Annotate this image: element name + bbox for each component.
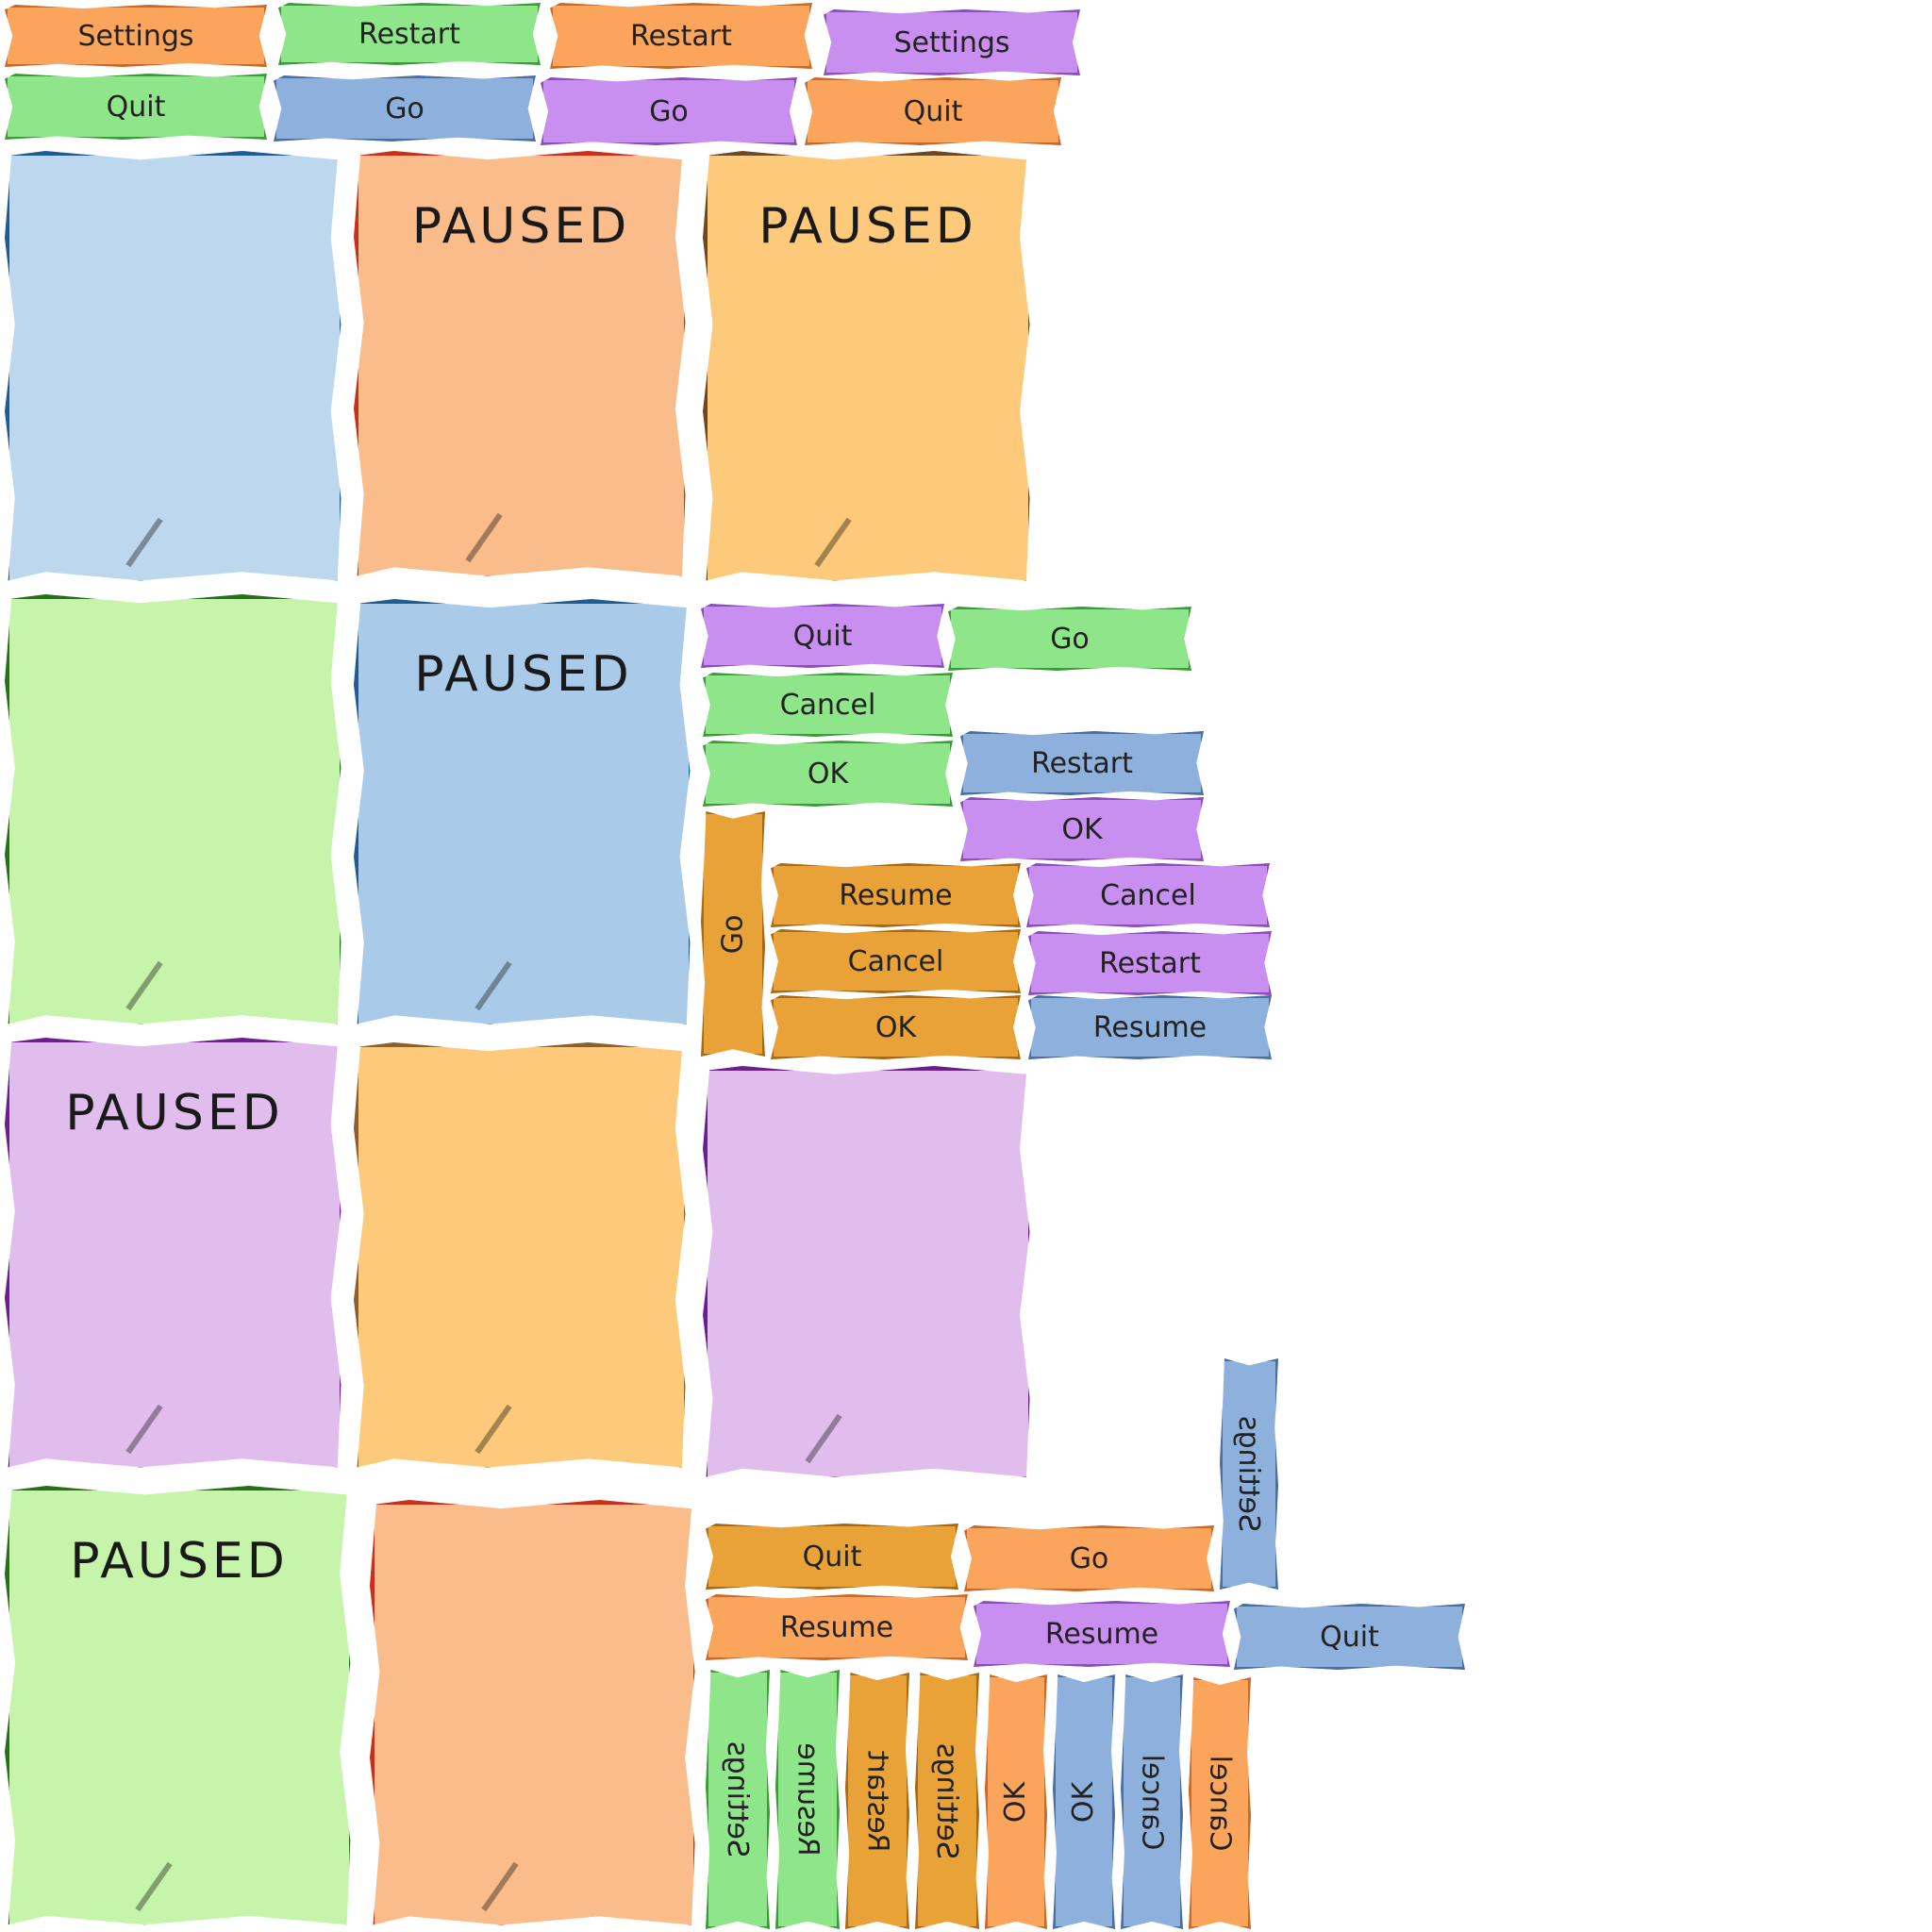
button-label: Cancel: [1203, 1755, 1237, 1852]
panel-crack: [135, 1861, 173, 1912]
blank-panel: [354, 1042, 686, 1468]
button-label: OK: [874, 1010, 917, 1044]
panel-crack: [475, 1404, 512, 1455]
button-label: Cancel: [779, 688, 876, 722]
resume-button[interactable]: Resume: [771, 863, 1021, 927]
resume-button[interactable]: Resume: [706, 1594, 968, 1660]
paused-panel: PAUSED: [703, 151, 1030, 581]
button-label: Quit: [792, 619, 853, 653]
go-button[interactable]: Go: [541, 77, 797, 145]
paused-panel: PAUSED: [5, 1486, 351, 1925]
go-button[interactable]: Go: [964, 1525, 1214, 1591]
blank-panel: [370, 1500, 695, 1925]
button-label: Go: [649, 94, 689, 128]
quit-button[interactable]: Quit: [1234, 1604, 1465, 1670]
button-label: Go: [1069, 1541, 1109, 1575]
button-label: Go: [716, 914, 750, 954]
button-label: OK: [1061, 812, 1103, 846]
button-label: OK: [1067, 1781, 1101, 1823]
panel-crack: [125, 1404, 163, 1455]
panel-crack: [805, 1413, 842, 1464]
button-label: Restart: [1099, 946, 1201, 980]
button-label: Quit: [106, 90, 166, 124]
button-label: Restart: [1031, 746, 1133, 780]
blank-panel: [5, 594, 341, 1024]
button-label: Resume: [839, 878, 953, 912]
button-label: Resume: [1092, 1010, 1208, 1044]
cancel-vertical-button[interactable]: Cancel: [1121, 1674, 1183, 1929]
ok-vertical-button[interactable]: OK: [1053, 1674, 1115, 1929]
blank-panel: [703, 1066, 1030, 1477]
blank-panel: [5, 151, 341, 581]
settings-button[interactable]: Settings: [5, 5, 267, 67]
restart-button[interactable]: Restart: [960, 731, 1204, 795]
button-label: OK: [999, 1781, 1033, 1823]
restart-button[interactable]: Restart: [550, 3, 812, 69]
paused-panel: PAUSED: [354, 599, 691, 1024]
panel-title: PAUSED: [411, 198, 631, 255]
go-vertical-button[interactable]: Go: [701, 811, 765, 1057]
go-button[interactable]: Go: [274, 75, 536, 142]
panel-title: PAUSED: [70, 1533, 289, 1590]
button-label: Restart: [358, 17, 460, 51]
resume-button[interactable]: Resume: [974, 1601, 1230, 1667]
button-label: Go: [1050, 622, 1090, 656]
panel-title: PAUSED: [414, 646, 633, 703]
button-label: Quit: [802, 1540, 862, 1574]
cancel-button[interactable]: Cancel: [1026, 863, 1270, 927]
settings-button[interactable]: Settings: [824, 9, 1080, 75]
settings-vertical-button[interactable]: Settings: [915, 1673, 979, 1929]
paused-panel: PAUSED: [354, 151, 686, 576]
button-label: Go: [385, 92, 425, 125]
button-label: Settings: [721, 1740, 755, 1858]
ok-button[interactable]: OK: [771, 995, 1021, 1059]
quit-button[interactable]: Quit: [701, 604, 944, 668]
panel-crack: [475, 960, 512, 1011]
quit-button[interactable]: Quit: [5, 74, 267, 140]
ok-vertical-button[interactable]: OK: [985, 1674, 1047, 1929]
button-label: Resume: [791, 1742, 824, 1857]
button-label: Settings: [77, 19, 194, 53]
settings-vertical-button[interactable]: Settings: [706, 1670, 770, 1929]
cancel-button[interactable]: Cancel: [771, 929, 1021, 993]
panel-title: PAUSED: [65, 1085, 284, 1141]
settings-vertical-button[interactable]: Settings: [1220, 1358, 1278, 1590]
resume-button[interactable]: Resume: [1028, 995, 1272, 1059]
restart-button[interactable]: Restart: [1028, 931, 1272, 995]
cancel-vertical-button[interactable]: Cancel: [1189, 1677, 1251, 1929]
resume-vertical-button[interactable]: Resume: [775, 1670, 840, 1929]
panel-crack: [125, 517, 163, 568]
button-label: Cancel: [1135, 1754, 1169, 1850]
panel-crack: [465, 512, 503, 563]
panel-crack: [481, 1861, 519, 1912]
button-label: Restart: [630, 19, 732, 53]
ok-button[interactable]: OK: [960, 797, 1204, 861]
button-label: Settings: [893, 25, 1010, 59]
button-label: Resume: [1044, 1617, 1159, 1651]
restart-vertical-button[interactable]: Restart: [845, 1673, 909, 1929]
paused-panel: PAUSED: [5, 1038, 341, 1468]
restart-button[interactable]: Restart: [278, 3, 541, 65]
button-label: Cancel: [1100, 878, 1196, 912]
button-label: OK: [807, 757, 849, 791]
button-label: Quit: [1320, 1620, 1379, 1654]
panel-crack: [814, 517, 852, 568]
button-label: Settings: [1232, 1415, 1266, 1533]
button-label: Restart: [860, 1750, 894, 1852]
button-label: Resume: [779, 1610, 894, 1644]
panel-title: PAUSED: [758, 198, 977, 255]
button-label: Quit: [903, 94, 963, 128]
cancel-button[interactable]: Cancel: [703, 673, 953, 737]
quit-button[interactable]: Quit: [706, 1524, 958, 1590]
go-button[interactable]: Go: [948, 607, 1191, 671]
panel-crack: [125, 960, 163, 1011]
button-label: Settings: [930, 1742, 964, 1859]
quit-button[interactable]: Quit: [805, 77, 1061, 145]
button-label: Cancel: [847, 944, 944, 978]
ok-button[interactable]: OK: [703, 741, 953, 807]
